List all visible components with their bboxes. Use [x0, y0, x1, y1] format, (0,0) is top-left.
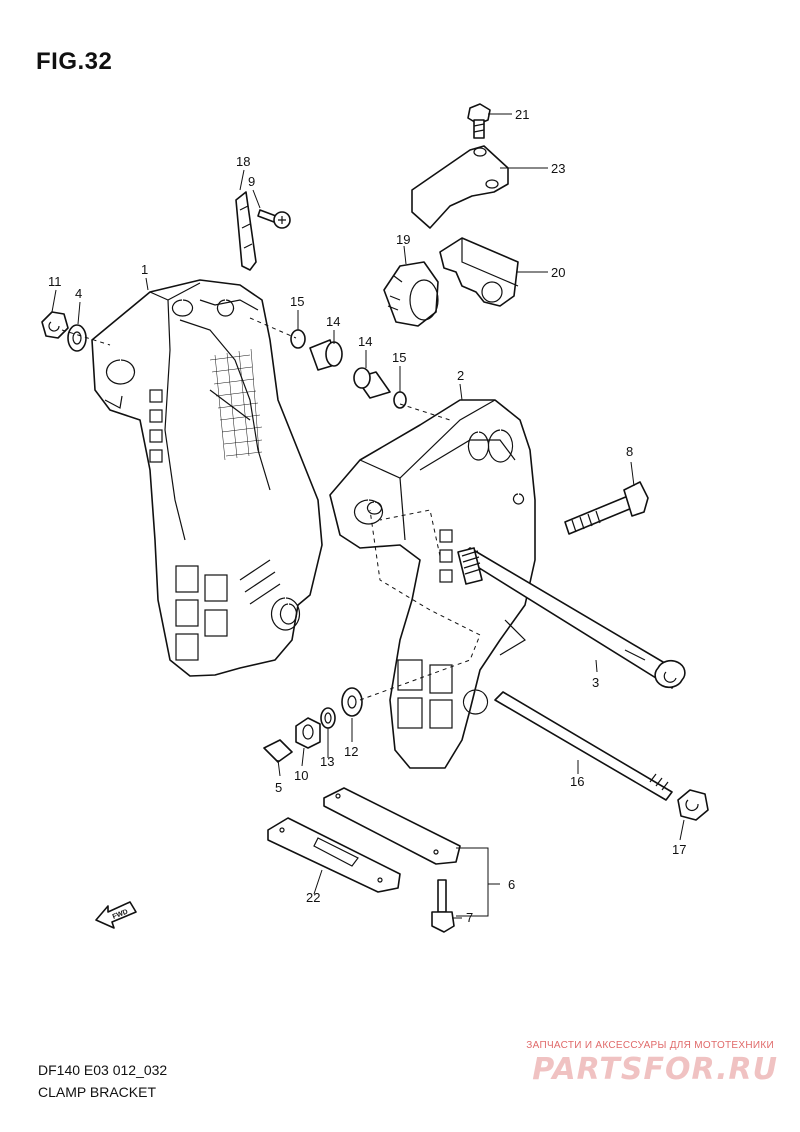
- callout-20: 20: [551, 265, 565, 280]
- callout-10: 10: [294, 768, 308, 783]
- callout-14-lower: 14: [358, 334, 372, 349]
- callout-1: 1: [141, 262, 148, 277]
- callout-5: 5: [275, 780, 282, 795]
- plate-6: [323, 787, 461, 865]
- callout-9: 9: [248, 174, 255, 189]
- washer-12: [341, 687, 363, 717]
- bolt-14-lower: [353, 367, 391, 399]
- callout-15-upper: 15: [290, 294, 304, 309]
- callout-3: 3: [592, 675, 599, 690]
- bolt-7: [431, 879, 455, 933]
- cap-19: [383, 261, 439, 327]
- washer-4: [67, 324, 87, 352]
- plate-23: [411, 145, 509, 229]
- model-code: DF140 E03 012_032: [38, 1062, 168, 1078]
- tilt-tube: [457, 547, 686, 689]
- callout-17: 17: [672, 842, 686, 857]
- callout-4: 4: [75, 286, 82, 301]
- watermark-logo: PARTSFOR.RU: [532, 1052, 778, 1087]
- nut-11: [41, 311, 69, 339]
- figure-title: FIG.32: [36, 48, 113, 75]
- section-name: CLAMP BRACKET: [38, 1084, 156, 1100]
- callout-14-upper: 14: [326, 314, 340, 329]
- clamp-bracket-left: [91, 279, 323, 677]
- callout-8: 8: [626, 444, 633, 459]
- callout-21: 21: [515, 107, 529, 122]
- bolt-21: [467, 103, 491, 139]
- plate-22: [267, 817, 401, 893]
- bolt-8: [564, 481, 649, 535]
- watermark-tagline: ЗАПЧАСТИ И АКСЕССУАРЫ ДЛЯ МОТОТЕХНИКИ: [526, 1040, 774, 1051]
- assembly-guides: [61, 317, 481, 701]
- callout-23: 23: [551, 161, 565, 176]
- callout-16: 16: [570, 774, 584, 789]
- washer-15-lower: [393, 391, 407, 409]
- callout-19: 19: [396, 232, 410, 247]
- washer-13: [320, 707, 336, 729]
- callout-22: 22: [306, 890, 320, 905]
- callout-6: 6: [508, 877, 515, 892]
- callout-15-lower: 15: [392, 350, 406, 365]
- rod-16: [494, 691, 673, 801]
- screw-9: [257, 209, 291, 229]
- callout-7: 7: [466, 910, 473, 925]
- forward-arrow-icon: FWD: [95, 901, 137, 929]
- callout-11: 11: [48, 274, 62, 289]
- block-20: [439, 237, 519, 307]
- bushing-5: [263, 739, 293, 763]
- bolt-14-upper: [309, 339, 343, 371]
- callout-2: 2: [457, 368, 464, 383]
- nut-10: [295, 717, 321, 749]
- clamp-bracket-right: [329, 399, 536, 769]
- washer-15-upper: [290, 329, 306, 349]
- nut-17: [677, 789, 709, 821]
- callout-18: 18: [236, 154, 250, 169]
- callout-leaders: [51, 113, 685, 919]
- strap-18: [235, 191, 257, 271]
- callout-12: 12: [344, 744, 358, 759]
- callout-13: 13: [320, 754, 334, 769]
- callout-labels: 1 2 3 4 5 6 7 8 9 10 11 12 13 14 14 15 1…: [48, 107, 686, 925]
